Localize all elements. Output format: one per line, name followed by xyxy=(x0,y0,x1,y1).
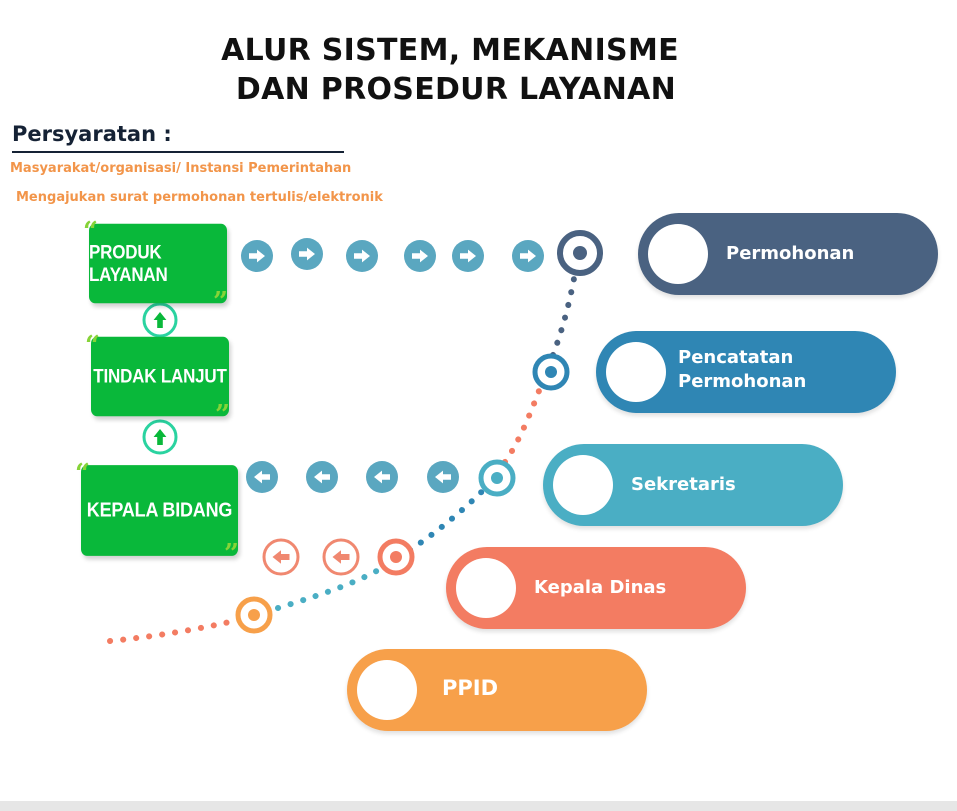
arrow-left-icon xyxy=(262,538,300,576)
step-marker-circle xyxy=(606,342,666,402)
requirement-line-1: Masyarakat/organisasi/ Instansi Pemerint… xyxy=(10,161,352,176)
node-ring-icon xyxy=(377,538,415,576)
arrow-right-icon xyxy=(404,240,436,272)
requirements-heading: Persyaratan : xyxy=(12,122,172,146)
node-ring-icon xyxy=(478,459,516,497)
page-title-line-2: DAN PROSEDUR LAYANAN xyxy=(235,72,677,107)
step-marker-circle xyxy=(648,224,708,284)
outcome-label-kepala-bidang: KEPALA BIDANG xyxy=(86,498,233,522)
quote-mark-icon: “ xyxy=(83,217,98,247)
arrow-left-icon xyxy=(366,461,398,493)
step-marker-circle xyxy=(553,455,613,515)
step-kepala-dinas: Kepala Dinas xyxy=(446,547,746,629)
arrow-right-icon xyxy=(512,240,544,272)
step-label-pencatatan-permohonan: Pencatatan Permohonan xyxy=(678,347,807,392)
step-label-permohonan: Permohonan xyxy=(726,243,855,264)
arrow-right-icon xyxy=(452,240,484,272)
arrow-up-icon xyxy=(142,419,178,455)
node-ring-icon xyxy=(557,230,603,276)
quote-mark-icon: ” xyxy=(215,400,230,430)
arrow-right-icon xyxy=(346,240,378,272)
arrow-left-icon xyxy=(322,538,360,576)
outcome-box-tindak-lanjut: TINDAK LANJUT xyxy=(91,336,229,417)
requirements-underline xyxy=(12,151,344,153)
requirement-line-2: Mengajukan surat permohonan tertulis/ele… xyxy=(16,190,383,205)
quote-mark-icon: “ xyxy=(75,459,90,489)
quote-mark-icon: ” xyxy=(213,287,228,317)
page-title-line-1: ALUR SISTEM, MEKANISME xyxy=(221,33,679,68)
arrow-up-icon xyxy=(142,302,178,338)
outcome-label-tindak-lanjut: TINDAK LANJUT xyxy=(93,365,227,387)
node-ring-icon xyxy=(532,353,570,391)
step-pencatatan-permohonan: Pencatatan Permohonan xyxy=(596,331,896,413)
outcome-box-produk-layanan: PRODUK LAYANAN xyxy=(89,223,227,304)
step-ppid: PPID xyxy=(347,649,647,731)
outcome-label-produk-layanan: PRODUK LAYANAN xyxy=(89,241,168,285)
step-marker-circle xyxy=(357,660,417,720)
step-label-ppid: PPID xyxy=(442,676,499,700)
arrow-left-icon xyxy=(306,461,338,493)
step-sekretaris: Sekretaris xyxy=(543,444,843,526)
node-ring-icon xyxy=(235,596,273,634)
step-marker-circle xyxy=(456,558,516,618)
outcome-box-kepala-bidang: KEPALA BIDANG xyxy=(81,465,238,556)
arrow-left-icon xyxy=(246,461,278,493)
quote-mark-icon: “ xyxy=(85,331,100,361)
quote-mark-icon: ” xyxy=(224,539,239,569)
step-permohonan: Permohonan xyxy=(638,213,938,295)
bottom-strip xyxy=(0,801,957,811)
arrow-right-icon xyxy=(291,238,323,270)
step-label-kepala-dinas: Kepala Dinas xyxy=(534,577,667,598)
step-label-sekretaris: Sekretaris xyxy=(631,474,736,495)
arrow-left-icon xyxy=(427,461,459,493)
arrow-right-icon xyxy=(241,240,273,272)
